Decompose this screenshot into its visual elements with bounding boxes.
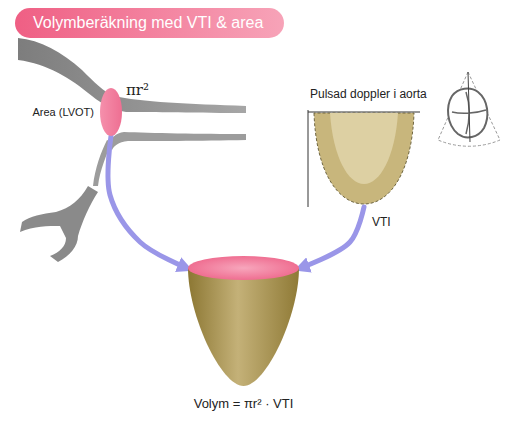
title-text: Volymberäkning med VTI & area: [15, 8, 283, 38]
posterior-wall: [20, 186, 98, 262]
flow-arrow: [300, 207, 364, 268]
mitral-leaflet: [93, 140, 112, 186]
volume-cone-outline: [187, 255, 300, 387]
aortic-wall: [108, 132, 246, 150]
doppler-envelope-outline: [308, 112, 420, 207]
title-banner: Volymberäkning med VTI & area: [15, 8, 284, 38]
doppler-beam: [468, 72, 470, 142]
septum-wall: [18, 38, 246, 113]
velocity-envelope: [314, 113, 414, 204]
area-formula: πr²: [126, 82, 149, 99]
cone-top-area: [188, 256, 299, 280]
volume-cone: Volym = πr² · VTI: [187, 255, 300, 387]
doppler-baseline: [308, 112, 420, 113]
echo-view-icon: [438, 72, 500, 146]
area-label: Area (LVOT): [32, 106, 94, 119]
lvot-area-ellipse-outline: [100, 88, 122, 136]
heart-outline: [448, 89, 487, 138]
lvot-ellipse: [100, 88, 122, 136]
doppler-axis: [308, 110, 309, 207]
flow-arrow: [108, 136, 187, 268]
envelope-inner: [330, 113, 398, 184]
sector-outline: [438, 72, 500, 146]
doppler-heading: Pulsad doppler i aorta: [310, 88, 427, 102]
cone-body: [188, 268, 299, 386]
doppler-envelope: Pulsad doppler i aortaVTI: [308, 112, 420, 207]
volume-formula: Volym = πr² · VTI: [194, 397, 294, 412]
lvot-area-ellipse: Area (LVOT)πr²: [100, 88, 122, 136]
vti-label: VTI: [372, 216, 391, 230]
